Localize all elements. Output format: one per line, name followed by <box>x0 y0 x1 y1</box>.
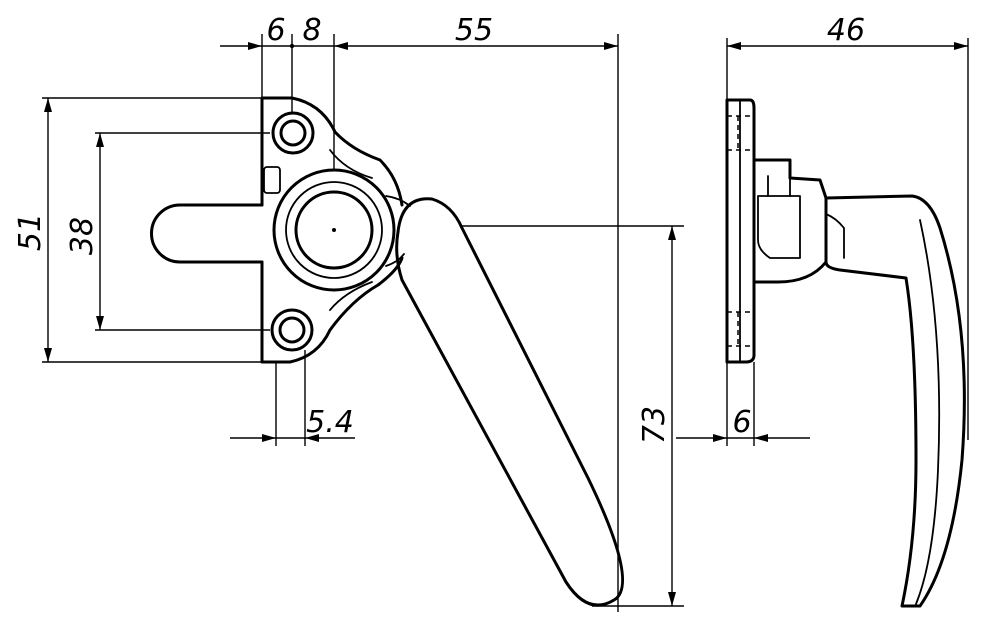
upper-screw-hole-outer <box>271 111 315 155</box>
upper-bore-hidden <box>727 115 752 151</box>
dim-label-73: 73 <box>637 406 672 444</box>
plate-boss-contour <box>329 149 373 311</box>
side-boss-collar <box>767 175 791 197</box>
side-view <box>725 98 966 608</box>
dim-label-51: 51 <box>13 213 48 251</box>
spindle-boss-inner <box>294 190 374 270</box>
base-plate <box>260 96 404 364</box>
lower-bore-hidden <box>727 311 752 347</box>
extension-lines <box>42 34 969 612</box>
dim-label-55: 55 <box>455 13 493 48</box>
dim-label-46: 46 <box>827 13 865 48</box>
lower-screw-hole-inner <box>278 316 306 344</box>
front-view <box>150 96 625 607</box>
dimension-lines <box>44 42 968 606</box>
side-handle-profile <box>824 194 966 608</box>
spindle-center-dot <box>332 228 336 232</box>
side-handle-inner-edge <box>915 219 941 605</box>
dim-label-38: 38 <box>65 217 100 255</box>
side-handle-neck <box>825 213 845 259</box>
dim-label-6-side: 6 <box>732 405 751 440</box>
dim-label-5-4: 5.4 <box>306 405 354 440</box>
handle-neck <box>385 195 411 267</box>
side-boss <box>752 158 828 284</box>
upper-screw-hole-inner <box>279 119 307 147</box>
locking-tongue <box>150 203 264 264</box>
spindle-boss-ring <box>285 181 383 279</box>
lower-screw-hole-outer <box>270 308 314 352</box>
dim-label-8: 8 <box>302 13 321 48</box>
dimension-labels: 6 8 55 51 38 5.4 73 46 6 <box>13 13 865 444</box>
side-boss-window <box>757 195 801 259</box>
dim-label-6-front: 6 <box>266 13 285 48</box>
plate-slot <box>263 166 281 194</box>
side-rosette-plate <box>725 98 756 364</box>
handle-lever <box>395 197 625 607</box>
